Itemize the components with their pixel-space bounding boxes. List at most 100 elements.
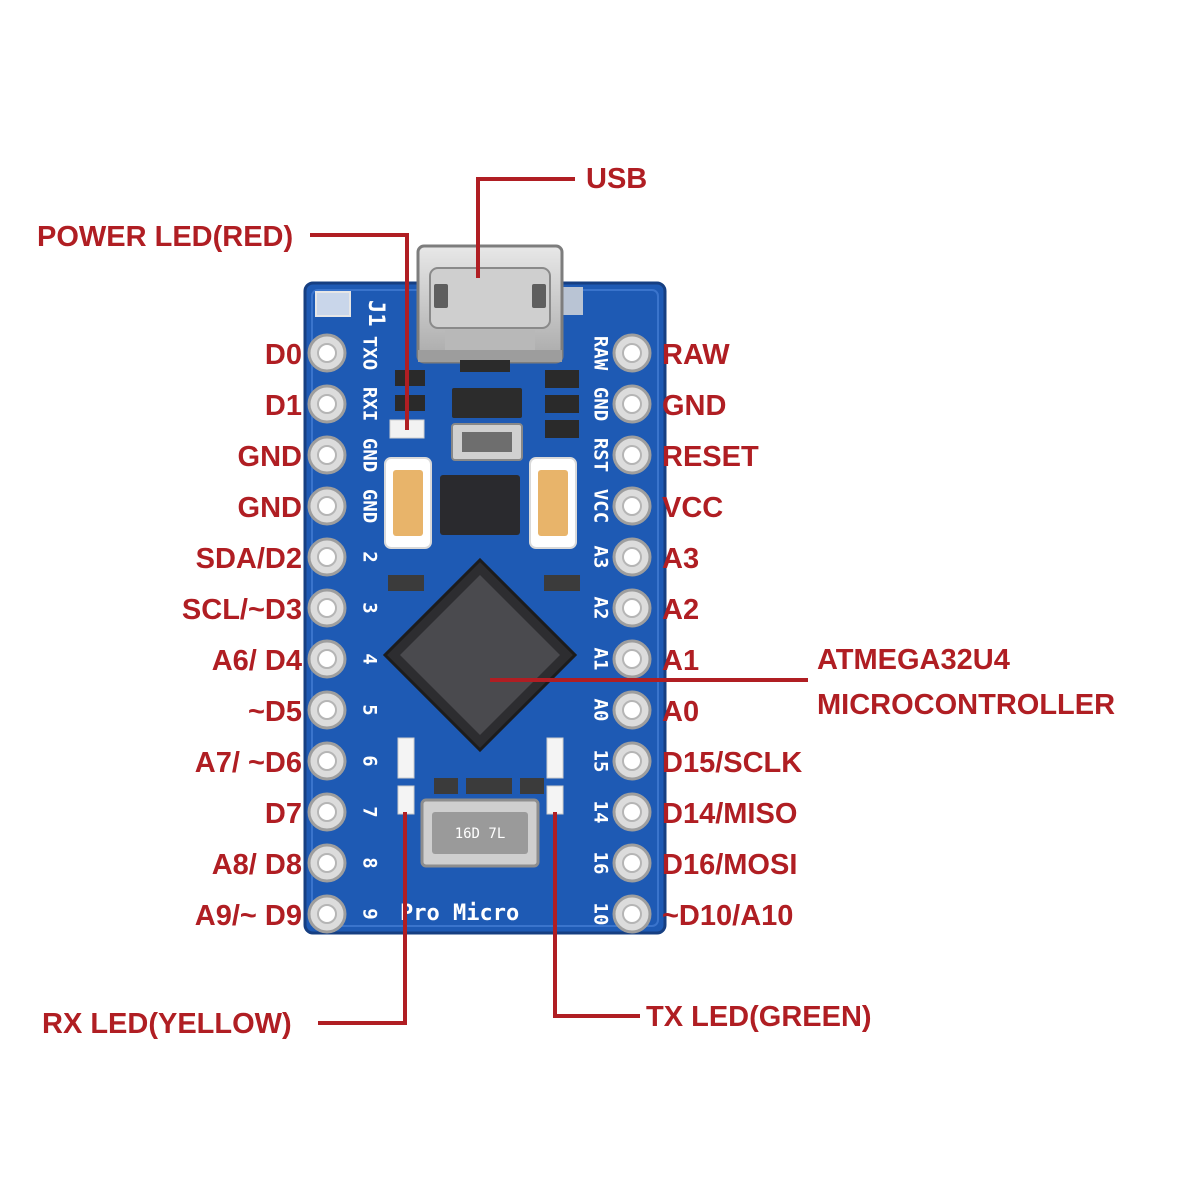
callout-labels: USB POWER LED(RED) ATMEGA32U4 MICROCONTR… (37, 163, 1115, 1040)
left-pin-pad (307, 384, 347, 424)
tx-led (546, 737, 564, 779)
left-pin-label: A6/ D4 (212, 645, 302, 677)
left-silk-label: TXO (359, 336, 381, 370)
power-led-leader (310, 233, 409, 430)
left-silk-label: RXI (359, 387, 381, 421)
right-pin-pad (612, 894, 652, 934)
right-silk-label: A3 (590, 546, 612, 569)
tx-led-leader (553, 812, 640, 1018)
usb-label: USB (586, 163, 647, 195)
right-silk-label: 14 (590, 801, 612, 824)
right-silk-label: 16 (590, 852, 612, 875)
mcu-label-line1: ATMEGA32U4 (817, 644, 1010, 676)
right-pin-pad (612, 435, 652, 475)
right-silk-label: RST (590, 438, 612, 472)
left-pin-label: GND (238, 441, 302, 473)
right-pin-label: D15/SCLK (662, 747, 802, 779)
right-silk-label: A1 (590, 648, 612, 671)
atmega32u4-chip (382, 557, 578, 753)
right-pin-pad (612, 333, 652, 373)
right-pin-pad (612, 690, 652, 730)
right-pin-pad (612, 486, 652, 526)
right-pin-pad (612, 588, 652, 628)
left-silk-label: 7 (359, 806, 381, 817)
corner-pad (561, 287, 583, 315)
right-silk-label: VCC (590, 489, 612, 523)
left-pin-label: GND (238, 492, 302, 524)
rx-led-lower (397, 785, 415, 815)
right-pin-label: D16/MOSI (662, 849, 797, 881)
left-pin-pad (307, 333, 347, 373)
left-silk-label: 4 (359, 653, 381, 664)
left-silk-label: 9 (359, 908, 381, 919)
right-pin-label: A3 (662, 543, 699, 575)
left-pin-pad (307, 486, 347, 526)
left-pin-label: ~D5 (248, 696, 302, 728)
left-silk-label: 6 (359, 755, 381, 766)
right-pin-label: A2 (662, 594, 699, 626)
right-silk-label: A0 (590, 699, 612, 722)
rx-led-label: RX LED(YELLOW) (42, 1008, 292, 1040)
right-silk-label: GND (590, 387, 612, 421)
board-name: Pro Micro (400, 901, 519, 926)
right-pin-pad (612, 384, 652, 424)
left-pin-label: D7 (265, 798, 302, 830)
left-pin-pad (307, 792, 347, 832)
right-pin-header (612, 333, 652, 934)
left-silk-label: GND (359, 438, 381, 472)
left-pin-header (307, 333, 347, 934)
power-led-label: POWER LED(RED) (37, 221, 293, 253)
left-silk-label: 3 (359, 602, 381, 613)
left-pin-label: D0 (265, 339, 302, 371)
right-pin-label: VCC (662, 492, 723, 524)
right-pin-label: RAW (662, 339, 730, 371)
tx-led-label: TX LED(GREEN) (646, 1001, 872, 1033)
j1-label: J1 (363, 300, 388, 327)
left-pin-pad (307, 690, 347, 730)
rx-led (397, 737, 415, 779)
right-pin-pad (612, 537, 652, 577)
right-silk-label: A2 (590, 597, 612, 620)
right-pin-pad (612, 843, 652, 883)
usb-connector (416, 244, 564, 364)
tx-led-lower (546, 785, 564, 815)
pro-micro-board: 16D 7L J1 Pro Micro TXO RXI GND GND 2 3 4 5 6 7 8 9… (303, 244, 667, 935)
right-silk-label: RAW (590, 336, 612, 371)
right-silk-label: 15 (590, 750, 612, 773)
left-pin-pad (307, 588, 347, 628)
left-pin-label: SDA/D2 (196, 543, 302, 575)
rx-led-leader (318, 812, 407, 1025)
right-pin-label: GND (662, 390, 726, 422)
right-pin-label: A1 (662, 645, 699, 677)
right-pin-label: D14/MISO (662, 798, 797, 830)
left-pin-pad (307, 894, 347, 934)
right-pin-label: A0 (662, 696, 699, 728)
capacitor-left (384, 457, 432, 549)
right-pin-label: ~D10/A10 (662, 900, 793, 932)
left-pin-pad (307, 741, 347, 781)
right-pin-label: RESET (662, 441, 759, 473)
left-silk-label: 5 (359, 704, 381, 715)
left-pin-pad (307, 639, 347, 679)
right-silk-label: 10 (590, 903, 612, 926)
left-pin-label: A7/ ~D6 (195, 747, 302, 779)
right-pin-pad (612, 792, 652, 832)
left-pin-pad (307, 537, 347, 577)
left-pin-pad (307, 435, 347, 475)
left-pin-label: SCL/~D3 (182, 594, 302, 626)
left-silk-label: 8 (359, 857, 381, 868)
crystal-oscillator: 16D 7L (420, 798, 540, 868)
right-pin-pad (612, 741, 652, 781)
left-pin-label: A8/ D8 (212, 849, 302, 881)
left-pin-label: A9/~ D9 (195, 900, 302, 932)
callout-leaders (310, 177, 808, 1025)
usb-leader (476, 177, 575, 278)
crystal-marking: 16D 7L (455, 826, 506, 842)
left-silk-label: 2 (359, 551, 381, 562)
j1-pad (315, 291, 351, 317)
